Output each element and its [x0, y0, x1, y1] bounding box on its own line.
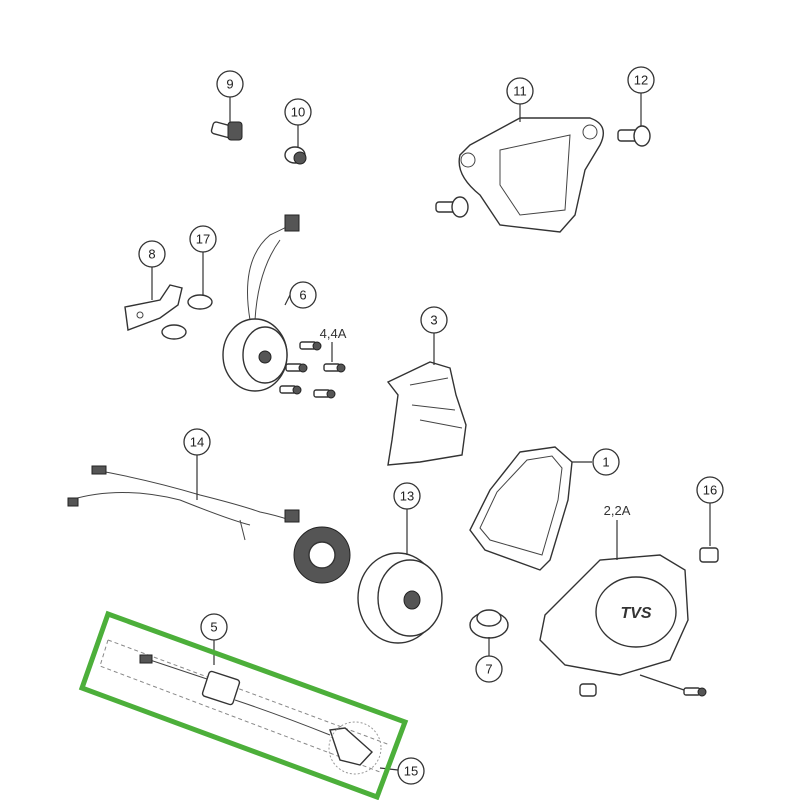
- svg-text:7: 7: [485, 662, 492, 677]
- part-3-sprocket-cover[interactable]: [386, 361, 467, 466]
- callout-12[interactable]: 12: [627, 66, 655, 94]
- svg-text:10: 10: [291, 105, 305, 120]
- callout-17[interactable]: 17: [189, 225, 217, 253]
- tvs-logo: TVS: [620, 605, 651, 622]
- part-16-dowel[interactable]: [699, 547, 719, 563]
- part-17-screw[interactable]: [161, 294, 213, 340]
- svg-text:17: 17: [196, 232, 210, 247]
- callout-16[interactable]: 16: [696, 476, 724, 504]
- part-10-cap[interactable]: [284, 146, 307, 165]
- callout-10[interactable]: 10: [284, 98, 312, 126]
- part-14-stator[interactable]: [67, 465, 351, 584]
- svg-text:1: 1: [602, 455, 609, 470]
- svg-text:16: 16: [703, 483, 717, 498]
- part-4-bolts[interactable]: [279, 341, 346, 399]
- highlight-box: [78, 610, 409, 800]
- svg-text:9: 9: [226, 77, 233, 92]
- part-8-bracket[interactable]: [124, 284, 183, 331]
- part-1-gasket[interactable]: [469, 446, 573, 571]
- svg-text:13: 13: [400, 489, 414, 504]
- svg-text:11: 11: [513, 84, 527, 99]
- part-11-bracket[interactable]: [458, 117, 604, 233]
- callout-5[interactable]: 5: [200, 613, 228, 641]
- callout-2[interactable]: 2,2A: [604, 503, 631, 518]
- callout-9[interactable]: 9: [216, 70, 244, 98]
- callout-8[interactable]: 8: [138, 240, 166, 268]
- svg-text:6: 6: [299, 288, 306, 303]
- part-13-flywheel[interactable]: [357, 552, 443, 644]
- callout-4[interactable]: 4,4A: [320, 326, 347, 341]
- callout-15[interactable]: 15: [397, 757, 425, 785]
- part-12-bolt[interactable]: [617, 125, 651, 147]
- callout-14[interactable]: 14: [183, 428, 211, 456]
- part-9-bolt[interactable]: [210, 121, 243, 141]
- callout-6[interactable]: 6: [289, 281, 317, 309]
- svg-text:12: 12: [634, 73, 648, 88]
- callout-11[interactable]: 11: [506, 77, 534, 105]
- part-2-crankcase-cover[interactable]: TVS: [539, 554, 689, 676]
- svg-text:5: 5: [210, 620, 217, 635]
- part-7-spacer[interactable]: [469, 609, 509, 639]
- svg-text:8: 8: [148, 247, 155, 262]
- part-5-ignition-coil[interactable]: [139, 654, 331, 736]
- callout-7[interactable]: 7: [475, 655, 503, 683]
- part-2-bolt[interactable]: [579, 674, 707, 697]
- svg-text:15: 15: [404, 764, 418, 779]
- svg-text:3: 3: [430, 313, 437, 328]
- part-15-spark-plug-cap[interactable]: [328, 721, 382, 775]
- part-6-pulser-coil[interactable]: [222, 214, 300, 392]
- callout-3[interactable]: 3: [420, 306, 448, 334]
- svg-text:14: 14: [190, 435, 204, 450]
- part-11-bolt[interactable]: [435, 196, 469, 218]
- callout-1[interactable]: 1: [592, 448, 620, 476]
- callout-13[interactable]: 13: [393, 482, 421, 510]
